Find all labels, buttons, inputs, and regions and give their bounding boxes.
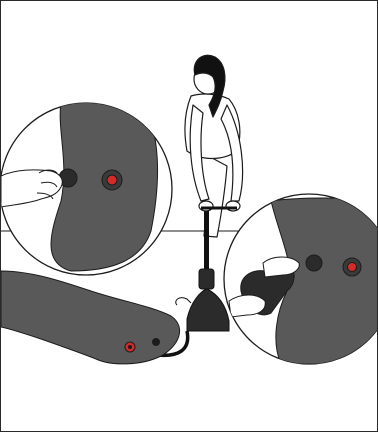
foot-shoe — [176, 298, 191, 305]
pump-base — [187, 289, 229, 331]
detail-circle-left — [1, 95, 172, 275]
valve-black-right — [306, 255, 322, 271]
pump-shaft — [204, 211, 209, 273]
mattress-floor — [1, 271, 180, 364]
valve-red-right — [348, 263, 357, 272]
pump-body — [199, 269, 214, 289]
detail-circle-right — [224, 194, 377, 364]
woman-figure — [185, 55, 243, 237]
valve-connected — [152, 338, 160, 346]
valve-red-detail — [107, 175, 117, 185]
